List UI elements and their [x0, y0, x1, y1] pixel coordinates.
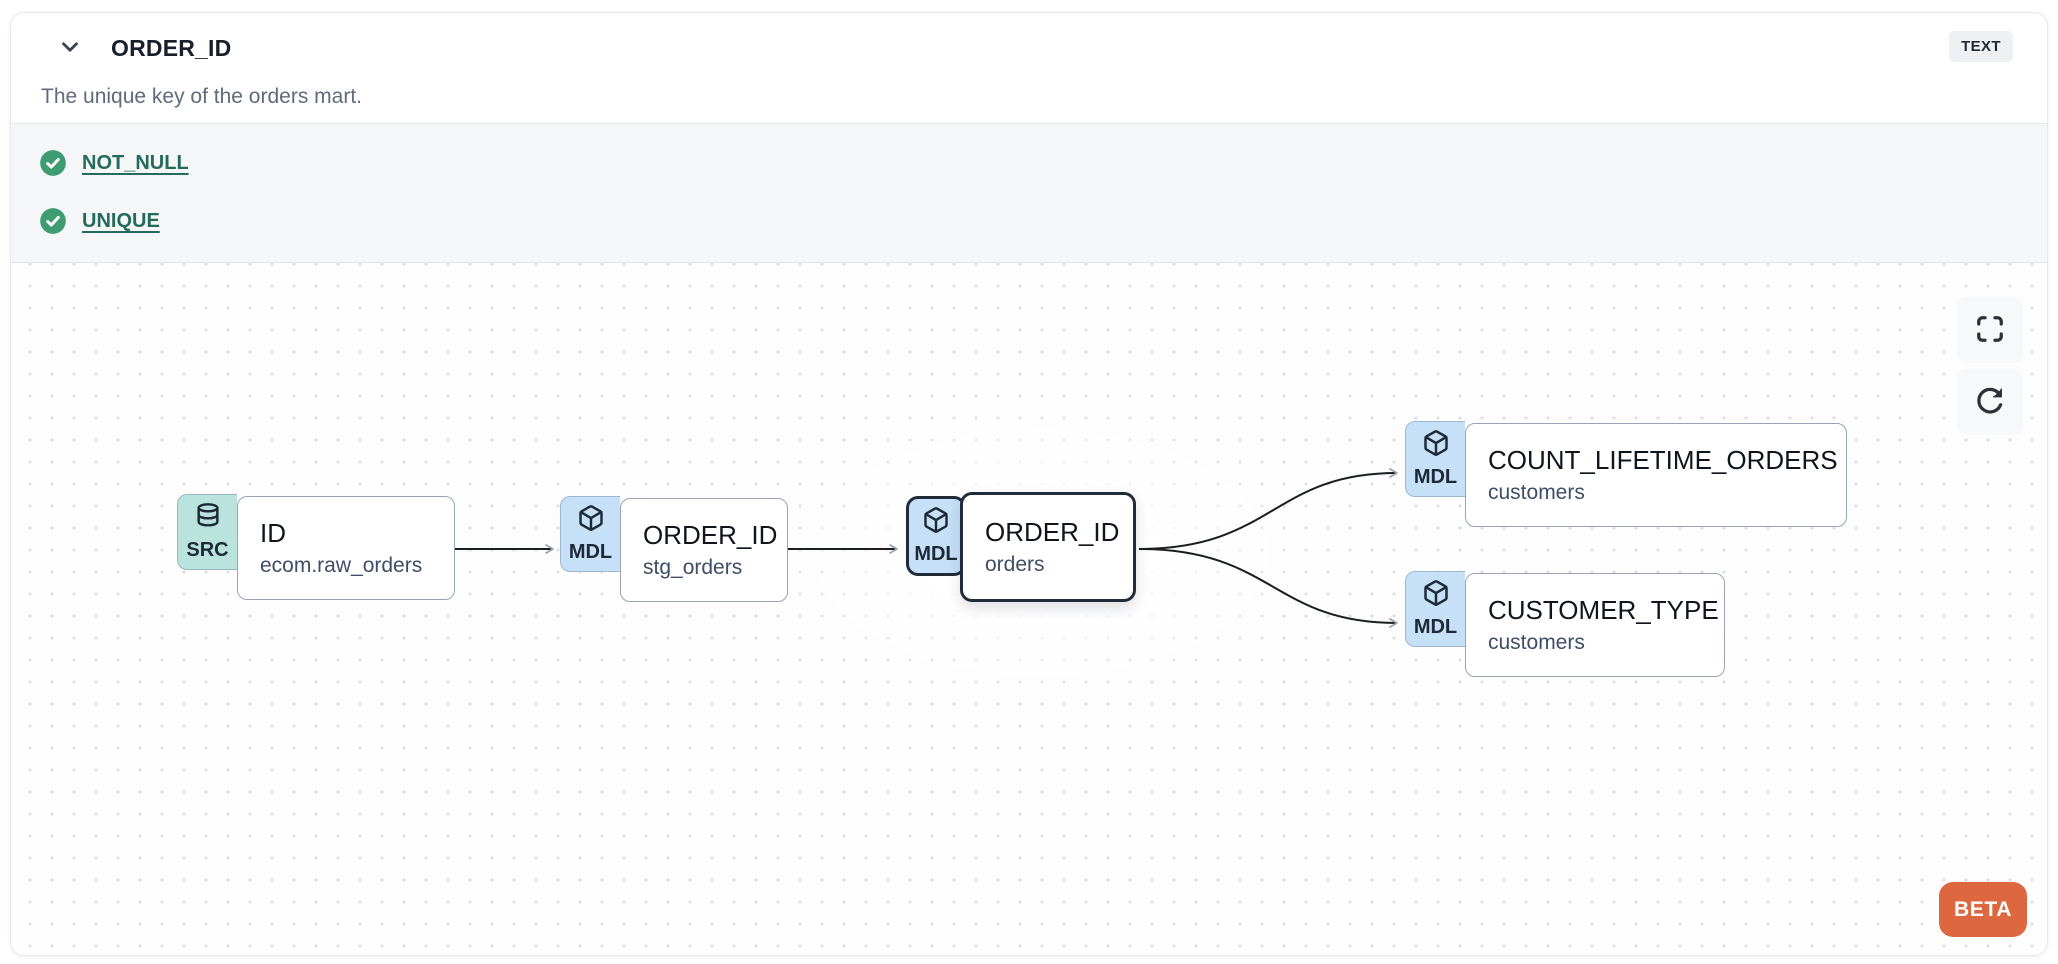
- node-badge-label: MDL: [914, 543, 958, 565]
- node-title: ID: [260, 518, 286, 548]
- cube-icon: [922, 506, 950, 540]
- node-type-badge: SRC: [177, 494, 237, 570]
- lineage-node-count-lifetime-orders[interactable]: MDL COUNT_LIFETIME_ORDERS customers: [1405, 421, 1847, 527]
- lineage-node-customer-type[interactable]: MDL CUSTOMER_TYPE customers: [1405, 571, 1725, 677]
- collapse-button[interactable]: [55, 33, 85, 63]
- node-badge-label: MDL: [568, 541, 613, 563]
- edge-orders-to-count: [1138, 468, 1398, 550]
- test-link-unique[interactable]: UNIQUE: [82, 209, 160, 232]
- node-badge-label: MDL: [1413, 466, 1458, 488]
- page-title: ORDER_ID: [111, 34, 232, 61]
- check-circle-icon: [39, 149, 67, 177]
- database-icon: [194, 502, 222, 536]
- node-title: CUSTOMER_TYPE: [1488, 595, 1719, 625]
- column-detail-card: ORDER_ID TEXT The unique key of the orde…: [10, 12, 2048, 956]
- node-type-badge: MDL: [560, 496, 620, 572]
- node-title: COUNT_LIFETIME_ORDERS: [1488, 445, 1838, 475]
- node-subtitle: orders: [985, 553, 1045, 576]
- node-badge-label: MDL: [1413, 616, 1458, 638]
- node-subtitle: customers: [1488, 481, 1585, 504]
- canvas-controls: [1957, 297, 2023, 435]
- cube-icon: [1422, 579, 1450, 613]
- tests-section: NOT_NULL UNIQUE: [11, 123, 2047, 263]
- test-link-not-null[interactable]: NOT_NULL: [82, 151, 189, 174]
- type-badge: TEXT: [1949, 31, 2013, 62]
- node-type-badge: MDL: [1405, 571, 1465, 647]
- test-row-unique: UNIQUE: [39, 200, 2019, 242]
- test-row-not-null: NOT_NULL: [39, 142, 2019, 184]
- lineage-node-id-raw-orders[interactable]: SRC ID ecom.raw_orders: [177, 494, 455, 600]
- beta-badge: BETA: [1939, 882, 2027, 937]
- column-description: The unique key of the orders mart.: [41, 85, 362, 108]
- node-badge-label: SRC: [186, 539, 229, 561]
- cube-icon: [577, 504, 605, 538]
- node-type-badge: MDL: [1405, 421, 1465, 497]
- node-subtitle: ecom.raw_orders: [260, 554, 423, 577]
- node-subtitle: stg_orders: [643, 556, 743, 579]
- check-circle-icon: [39, 207, 67, 235]
- cube-icon: [1422, 429, 1450, 463]
- lineage-edges: [453, 468, 1398, 628]
- node-type-badge: MDL: [906, 496, 966, 576]
- lineage-node-order-id-stg-orders[interactable]: MDL ORDER_ID stg_orders: [560, 496, 788, 602]
- chevron-down-icon: [57, 34, 83, 63]
- fullscreen-icon: [1975, 314, 2005, 347]
- node-subtitle: customers: [1488, 631, 1585, 654]
- lineage-node-order-id-orders-selected[interactable]: MDL ORDER_ID orders: [906, 492, 1136, 602]
- refresh-button[interactable]: [1957, 369, 2023, 435]
- lineage-canvas[interactable]: SRC ID ecom.raw_orders MDL ORDER_ID stg_…: [11, 263, 2047, 955]
- node-title: ORDER_ID: [985, 517, 1120, 547]
- refresh-icon: [1975, 386, 2005, 419]
- header: ORDER_ID TEXT The unique key of the orde…: [11, 13, 2047, 123]
- edge-orders-to-type: [1138, 548, 1398, 628]
- node-title: ORDER_ID: [643, 520, 778, 550]
- fullscreen-button[interactable]: [1957, 297, 2023, 363]
